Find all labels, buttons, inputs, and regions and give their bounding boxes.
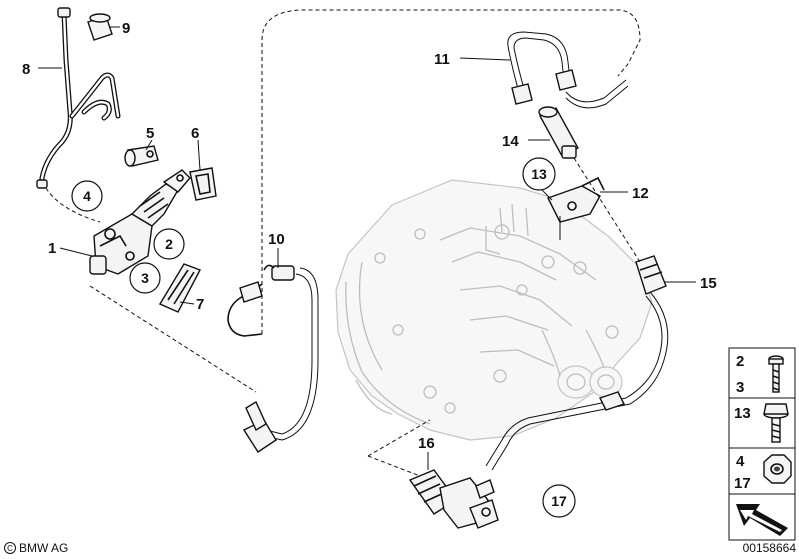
push-rod — [124, 145, 159, 167]
flange-bolt-icon — [763, 403, 789, 443]
leader-1-to-line — [89, 285, 257, 393]
svg-text:C: C — [7, 544, 13, 553]
callout-1: 1 — [48, 240, 56, 257]
hex-nut-icon — [763, 454, 792, 484]
callout-3: 3 — [141, 270, 149, 286]
copyright-notice: C BMW AG — [4, 541, 68, 555]
reservoir-cap — [87, 13, 113, 41]
retaining-clip — [189, 167, 217, 201]
leader-11 — [459, 57, 511, 61]
leader-6 — [197, 139, 201, 171]
callout-7: 7 — [196, 296, 204, 313]
legend-label-2: 2 — [736, 353, 744, 370]
callout-10: 10 — [268, 231, 285, 248]
callout-8: 8 — [22, 61, 30, 78]
callout-13: 13 — [531, 166, 547, 182]
callout-17: 17 — [551, 493, 567, 509]
callout-15: 15 — [700, 275, 717, 292]
clutch-slave-cylinder — [408, 469, 499, 529]
leader-1 — [59, 247, 93, 257]
callout-14: 14 — [502, 133, 519, 150]
bolt-icon — [768, 355, 784, 393]
line-bracket — [547, 176, 605, 240]
reservoir-hose — [36, 7, 121, 189]
callout-13-circle: 13 — [522, 157, 556, 191]
callout-12: 12 — [632, 185, 649, 202]
upper-hydraulic-line — [507, 31, 629, 109]
line-connector — [538, 106, 579, 159]
callout-9: 9 — [122, 20, 130, 37]
callout-4: 4 — [83, 188, 91, 204]
callout-2-circle: 2 — [153, 228, 185, 260]
copyright-text: BMW AG — [19, 541, 68, 555]
callout-4-circle: 4 — [71, 180, 103, 212]
leader-housing-to-16 — [367, 419, 431, 457]
clutch-pressure-line — [227, 264, 319, 453]
leader-7 — [179, 301, 195, 305]
legend-label-3: 3 — [736, 379, 744, 396]
transmission-housing — [335, 179, 653, 441]
legend-label-13: 13 — [734, 405, 751, 422]
callout-17-circle: 17 — [542, 484, 576, 518]
image-number: 00158664 — [743, 541, 797, 555]
callout-2: 2 — [165, 236, 173, 252]
callout-3-circle: 3 — [129, 262, 161, 294]
leader-16-to-housing — [367, 455, 421, 477]
mounting-bracket — [158, 263, 201, 313]
leader-5 — [145, 139, 153, 151]
legend-label-4: 4 — [736, 453, 745, 470]
leader-4-to-cylinder — [45, 187, 101, 223]
callout-11: 11 — [434, 51, 450, 68]
callout-5: 5 — [146, 125, 154, 142]
callout-16: 16 — [418, 435, 435, 452]
callout-6: 6 — [191, 125, 199, 142]
slave-cylinder-line — [485, 255, 669, 471]
leader-10-long-route — [261, 9, 641, 334]
legend-label-17: 17 — [734, 475, 751, 492]
direction-arrow-icon — [736, 504, 788, 536]
fastener-legend: 2 3 13 4 17 — [728, 347, 796, 541]
clutch-master-cylinder — [89, 169, 191, 275]
